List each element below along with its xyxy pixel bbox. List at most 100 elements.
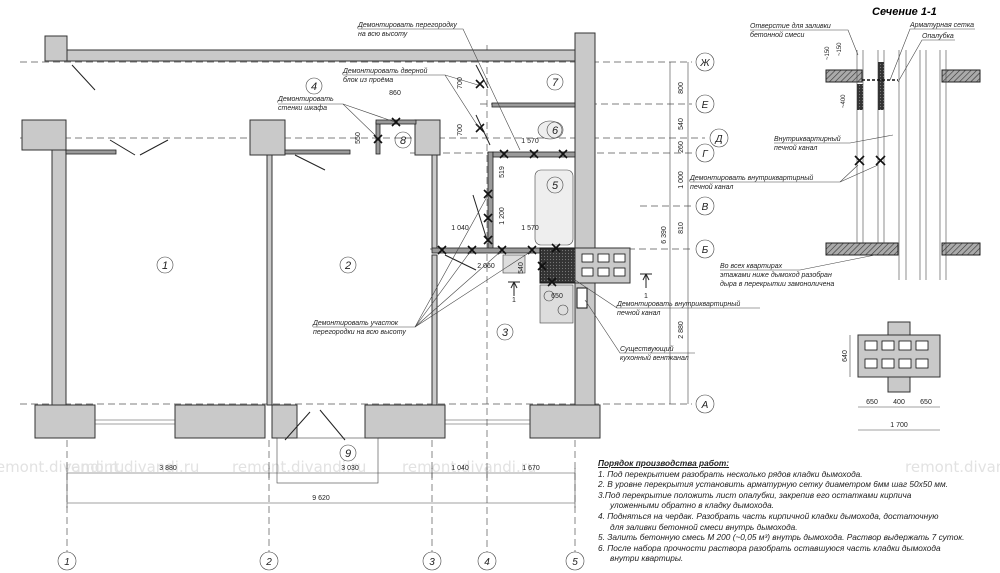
svg-text:remont.divandi.ru: remont.divandi.ru	[65, 458, 199, 476]
svg-text:519: 519	[499, 166, 506, 178]
grid-axes-numbers: 1 2 3 4 5	[57, 45, 585, 571]
svg-text:650: 650	[551, 293, 563, 300]
svg-text:В: В	[702, 202, 709, 213]
svg-text:800: 800	[678, 82, 685, 94]
room-numbers: 1 2 3 4 5 6 7 8 9	[156, 73, 564, 462]
svg-text:9: 9	[345, 448, 351, 460]
notes-title: Порядок производства работ:	[598, 458, 730, 468]
svg-text:Отверстие для заливки: Отверстие для заливки	[750, 22, 831, 30]
plan-callouts: Демонтировать перегородку на всю высоту …	[277, 21, 760, 362]
svg-text:400: 400	[893, 399, 905, 406]
svg-text:на всю высоту: на всю высоту	[358, 31, 408, 38]
svg-text:1 000: 1 000	[678, 171, 685, 189]
dimensions-right: 800 540 260 1 000 810 2 880 6 390	[661, 62, 689, 404]
svg-text:~150: ~150	[837, 42, 843, 56]
walls	[21, 32, 631, 484]
svg-text:3: 3	[502, 327, 509, 339]
svg-text:640: 640	[842, 350, 849, 362]
section-1-1: Сечение 1-1 ~150 ~150 ~400 Отверстие для…	[689, 6, 981, 288]
svg-text:540: 540	[518, 262, 525, 274]
svg-text:4: 4	[311, 81, 317, 93]
svg-text:remont.divandi.ru: remont.divandi.ru	[402, 458, 536, 476]
svg-text:Б: Б	[702, 245, 709, 256]
svg-text:remont.divandi.ru: remont.divandi.ru	[232, 458, 366, 476]
svg-text:1 040: 1 040	[451, 465, 469, 472]
svg-text:бетонной смеси: бетонной смеси	[750, 31, 804, 39]
svg-text:2 880: 2 880	[678, 321, 685, 339]
svg-text:кухонный вентканал: кухонный вентканал	[620, 354, 689, 362]
svg-text:9 620: 9 620	[312, 495, 330, 502]
svg-text:550: 550	[355, 132, 362, 144]
svg-text:3 030: 3 030	[341, 465, 359, 472]
svg-text:печной канал: печной канал	[690, 183, 733, 191]
svg-text:6 390: 6 390	[661, 226, 668, 244]
svg-text:6: 6	[552, 125, 559, 137]
svg-text:4: 4	[484, 557, 490, 568]
svg-text:Существующий: Существующий	[620, 345, 674, 353]
svg-text:860: 860	[389, 90, 401, 97]
svg-text:8: 8	[400, 135, 407, 147]
svg-text:А: А	[701, 400, 709, 411]
svg-text:Демонтировать: Демонтировать	[277, 96, 334, 103]
dimensions-inner: 860 550 700 700 1 570 519 1 200 1 040 1 …	[355, 77, 563, 300]
svg-text:7: 7	[552, 77, 559, 89]
vent-block-plan: 650 400 650 1 700 640	[842, 321, 941, 431]
svg-text:Внутриквартирный: Внутриквартирный	[774, 135, 841, 143]
svg-text:блок из проёма: блок из проёма	[343, 76, 393, 84]
demolition-marks	[373, 79, 568, 287]
svg-text:1 570: 1 570	[521, 225, 539, 232]
note-item: 1. Под перекрытием разобрать несколько р…	[598, 468, 863, 479]
svg-text:Демонтировать внутриквартирный: Демонтировать внутриквартирный	[616, 300, 740, 308]
kitchen-vent	[576, 287, 588, 309]
note-item: уложенными обратно в кладку дымохода.	[610, 500, 775, 511]
svg-text:1: 1	[162, 260, 168, 272]
svg-text:1: 1	[644, 293, 648, 300]
svg-text:5: 5	[552, 180, 559, 192]
dimensions-bottom: 3 880 3 030 1 040 1 670 9 620	[66, 465, 576, 508]
note-item: для заливки бетонной смеси внутрь дымохо…	[610, 521, 798, 532]
grid-axes-letters: Ж Е Д Г В Б А	[20, 52, 729, 414]
svg-text:Сечение 1-1: Сечение 1-1	[872, 6, 937, 18]
svg-text:~150: ~150	[825, 46, 831, 60]
svg-text:печной канал: печной канал	[617, 309, 660, 317]
svg-text:1 200: 1 200	[499, 207, 506, 225]
svg-text:540: 540	[678, 118, 685, 130]
svg-text:remont.divandi.ru: remont.divandi.ru	[0, 458, 124, 476]
watermark: remont.divandi.ru remont.divandi.ru remo…	[0, 458, 1000, 476]
svg-text:1 040: 1 040	[451, 225, 469, 232]
svg-text:Е: Е	[702, 100, 709, 111]
balcony	[276, 437, 379, 484]
svg-text:5: 5	[572, 557, 578, 568]
svg-text:дыра в перекрытии замоноличена: дыра в перекрытии замоноличена	[720, 280, 834, 288]
note-item: внутри квартиры.	[610, 553, 684, 564]
svg-text:Г: Г	[702, 149, 709, 160]
svg-text:печной канал: печной канал	[774, 144, 817, 152]
svg-text:Демонтировать участок: Демонтировать участок	[312, 320, 399, 327]
note-item: 4. Подняться на чердак. Разобрать часть …	[598, 510, 939, 521]
svg-text:Ж: Ж	[699, 58, 710, 69]
svg-text:3: 3	[429, 557, 435, 568]
svg-text:Демонтировать дверной: Демонтировать дверной	[342, 67, 428, 75]
svg-text:2: 2	[265, 557, 272, 568]
svg-text:650: 650	[866, 399, 878, 406]
svg-text:стенки шкафа: стенки шкафа	[278, 105, 327, 112]
note-item: 6. После набора прочности раствора разоб…	[598, 542, 941, 553]
svg-text:Арматурная сетка: Арматурная сетка	[909, 22, 974, 29]
svg-text:1 570: 1 570	[521, 138, 539, 145]
svg-text:260: 260	[678, 141, 685, 153]
svg-text:700: 700	[457, 77, 464, 89]
svg-text:2 060: 2 060	[477, 263, 495, 270]
work-procedure-notes: Порядок производства работ: 1. Под перек…	[598, 458, 998, 564]
svg-text:перегородки на всю высоту: перегородки на всю высоту	[313, 328, 406, 336]
svg-text:~400: ~400	[841, 94, 847, 108]
note-item: 3.Под перекрытие положить лист опалубки,…	[598, 489, 912, 500]
svg-text:1 700: 1 700	[890, 422, 908, 429]
svg-text:Опалубка: Опалубка	[922, 32, 954, 40]
svg-text:2: 2	[344, 260, 351, 272]
svg-text:3 880: 3 880	[159, 465, 177, 472]
svg-text:Демонтировать внутриквартирный: Демонтировать внутриквартирный	[689, 174, 813, 182]
svg-text:1: 1	[512, 297, 516, 304]
svg-text:1 670: 1 670	[522, 465, 540, 472]
svg-text:этажами ниже дымоход разобран: этажами ниже дымоход разобран	[720, 271, 832, 279]
